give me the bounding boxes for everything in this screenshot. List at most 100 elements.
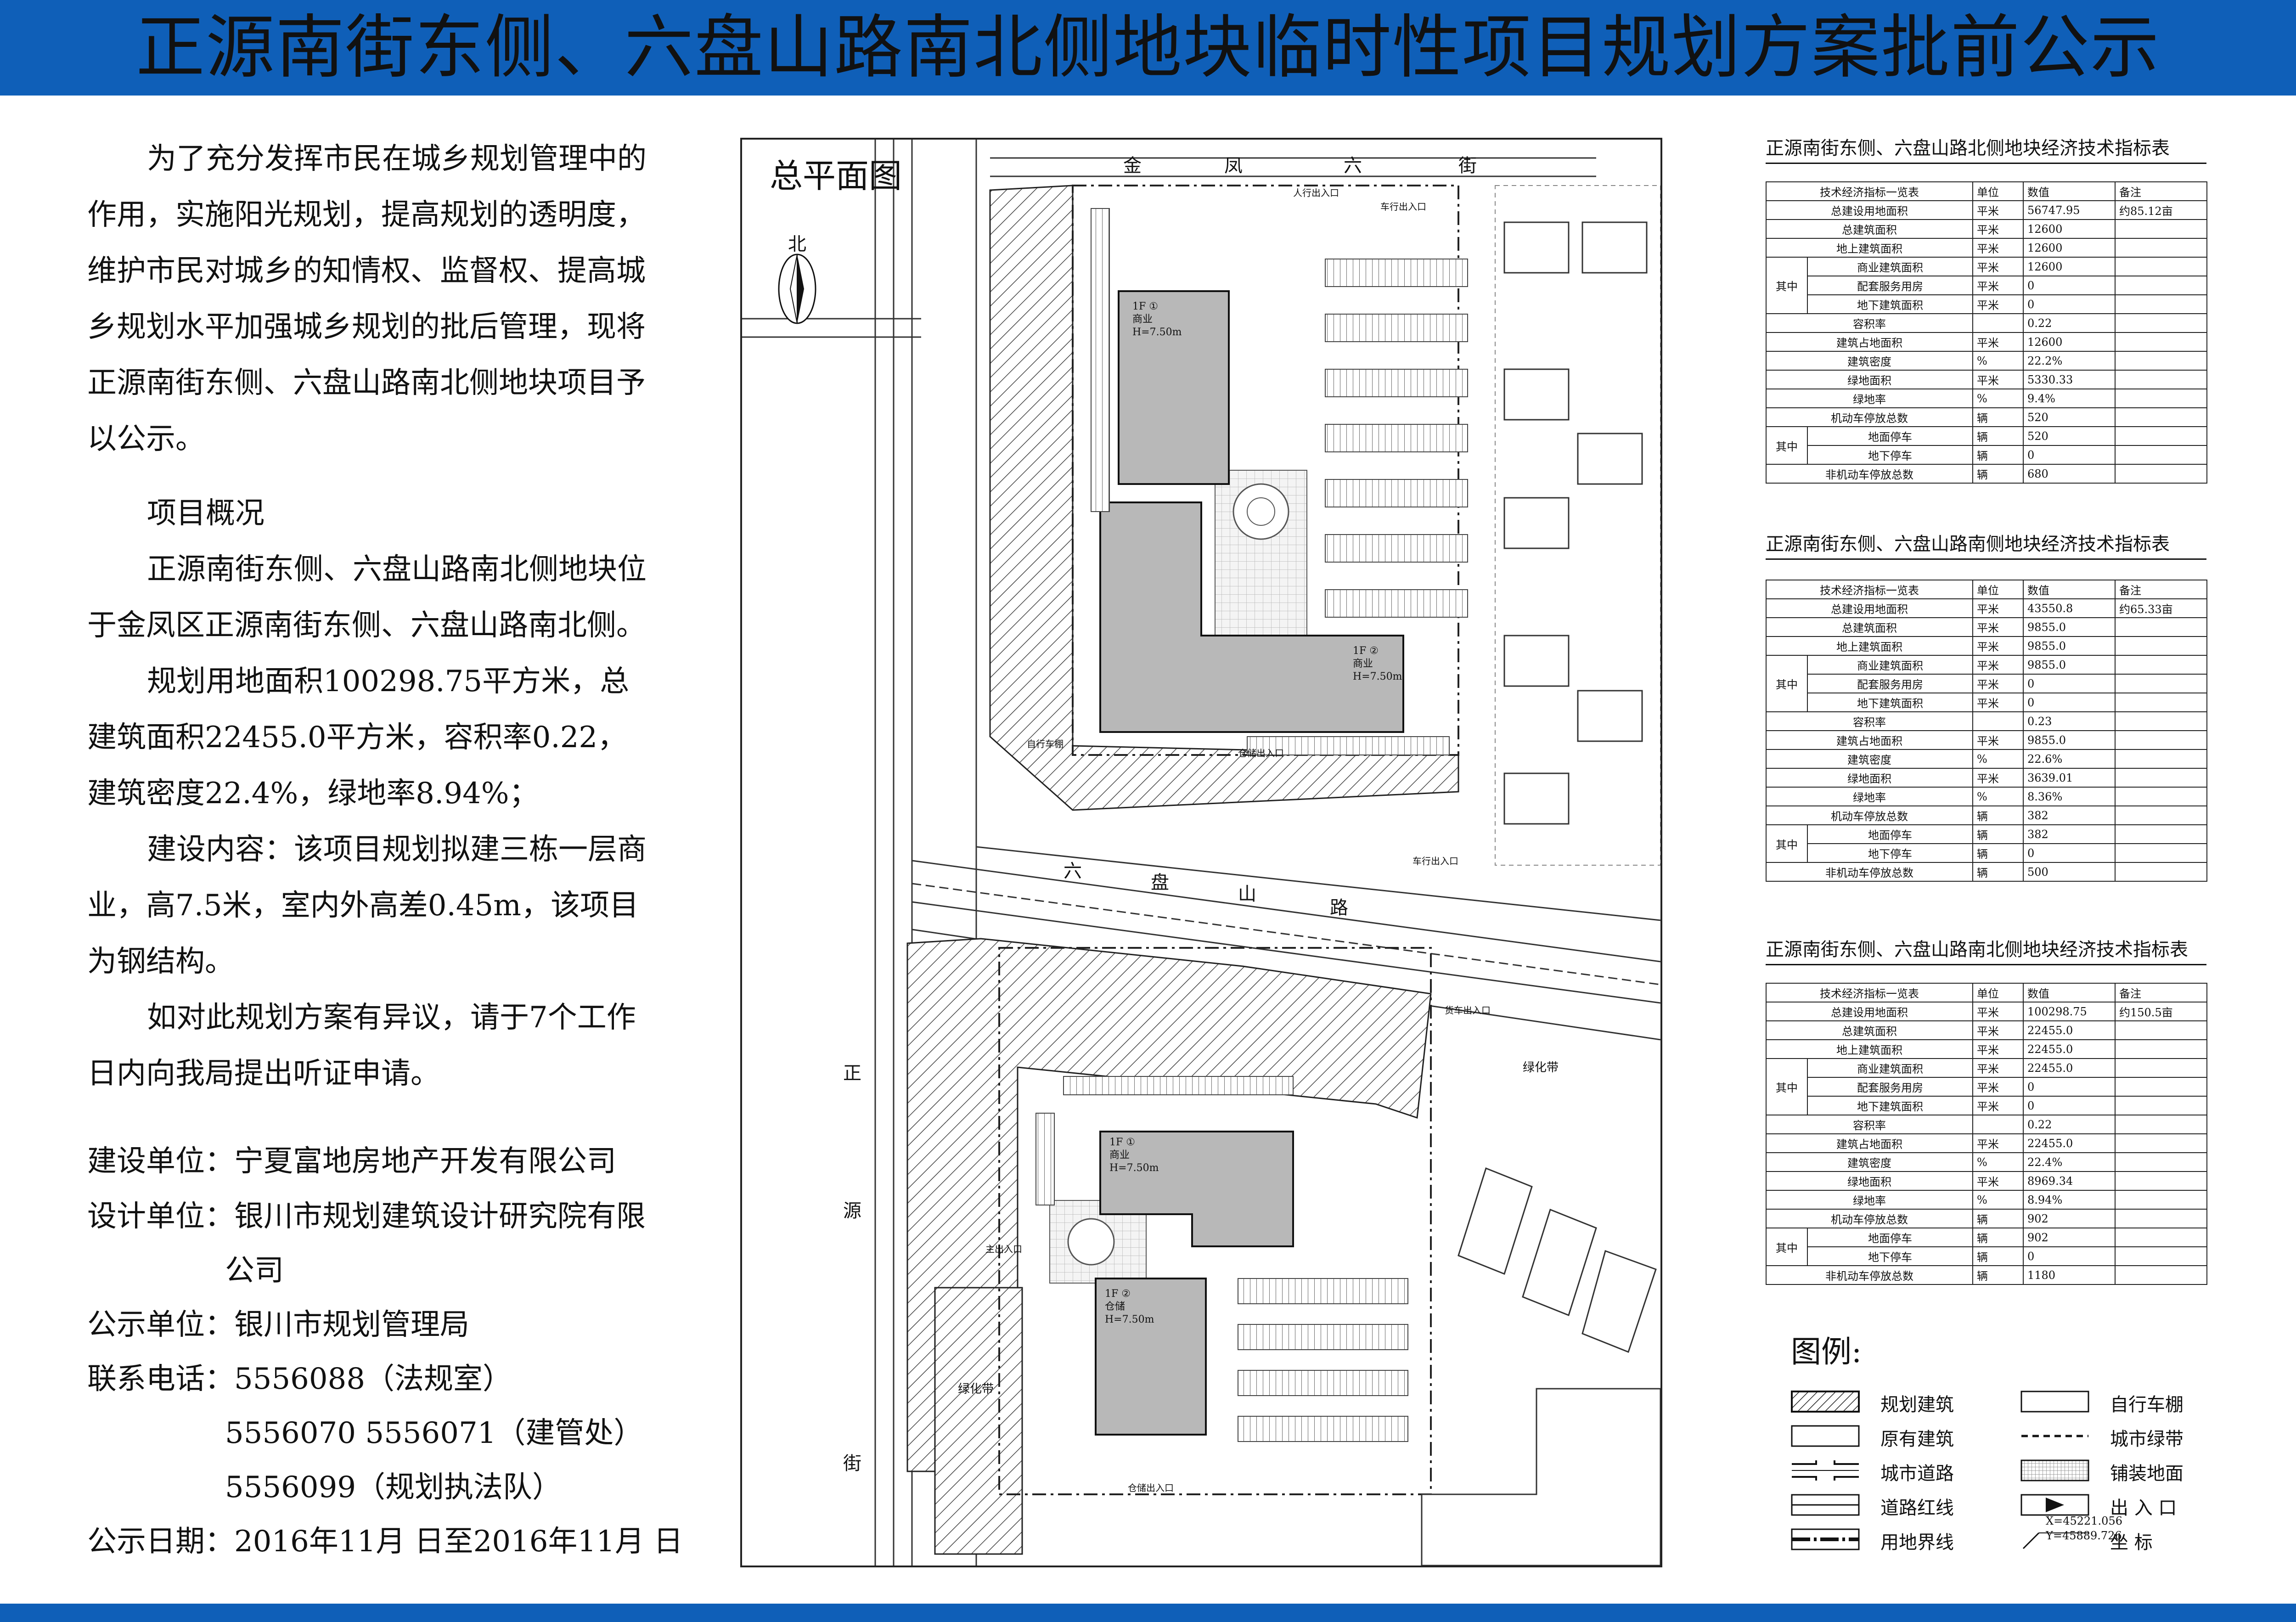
legend-title: 图例: [1791, 1334, 1862, 1369]
indicator-unit: % [1972, 351, 2024, 371]
indicator-unit: 平米 [1972, 294, 2024, 314]
indicator-note [2115, 636, 2207, 656]
indicator-name: 配套服务用房 [1807, 276, 1973, 295]
legend-label: 道路红线 [1880, 1498, 1954, 1519]
indicator-value: 520 [2023, 407, 2116, 427]
indicator-value: 680 [2023, 464, 2116, 484]
indicator-name: 总建设用地面积 [1766, 598, 1973, 618]
indicator-name: 机动车停放总数 [1766, 407, 1973, 427]
indicator-value: 22.6% [2023, 749, 2116, 769]
indicator-value: 9855.0 [2023, 636, 2116, 656]
indicator-value: 9.4% [2023, 389, 2116, 408]
phone-line: 联系电话：5556088（法规室） [87, 1352, 512, 1406]
indicator-value: 0 [2023, 1077, 2116, 1097]
objection-note: 如对此规划方案有异议，请于7个工作日内向我局提出听证申请。 [87, 1001, 636, 1091]
indicator-table-title: 正源南街东侧、六盘山路北侧地块经济技术指标表 [1766, 138, 2170, 159]
south-parking [1035, 1076, 1408, 1442]
north-arrow-icon [778, 253, 816, 324]
indicator-unit: 辆 [1972, 805, 2024, 825]
indicator-note [2115, 1152, 2207, 1172]
indicator-unit: 辆 [1972, 464, 2024, 484]
legend-label: 铺装地面 [2110, 1463, 2183, 1484]
indicator-unit: % [1972, 749, 2024, 769]
header-cell: 单位 [1972, 580, 2024, 599]
indicator-note [2115, 862, 2207, 882]
indicator-name: 机动车停放总数 [1766, 1209, 1973, 1228]
indicator-note [2115, 693, 2207, 712]
indicator-name: 非机动车停放总数 [1766, 862, 1973, 882]
legend-label: 城市道路 [1880, 1463, 1954, 1484]
indicator-value: 5330.33 [2023, 370, 2116, 389]
overview-location: 正源南街东侧、六盘山路南北侧地块位于金凤区正源南街东侧、六盘山路南北侧。 [87, 552, 647, 642]
publisher-label: 公示单位： [87, 1308, 234, 1342]
phone-3: 5556099（规划执法队） [225, 1470, 562, 1504]
indicator-name: 地下建筑面积 [1807, 294, 1973, 314]
indicator-value: 0 [2023, 294, 2116, 314]
indicator-note [2115, 426, 2207, 446]
header-cell: 技术经济指标一览表 [1766, 983, 1973, 1002]
legend-item: 城市道路 [1791, 1456, 2048, 1488]
indicator-value: 0 [2023, 843, 2116, 863]
indicator-unit: 平米 [1972, 1058, 2024, 1078]
indicator-value: 0 [2023, 276, 2116, 295]
indicator-name: 地面停车 [1807, 824, 1973, 844]
indicator-note [2115, 219, 2207, 239]
legend-item: 规划建筑 [1791, 1387, 2048, 1419]
indicator-value: 382 [2023, 805, 2116, 825]
indicator-value: 0 [2023, 693, 2116, 712]
group-label-cell: 其中 [1766, 1058, 1808, 1115]
table-header-row: 技术经济指标一览表单位数值备注 [1766, 181, 2207, 201]
road-label-lps-4: 路 [1330, 897, 1348, 918]
road-symbol-icon [1791, 1459, 1860, 1481]
phone-label: 联系电话： [87, 1362, 234, 1396]
table-row: 建筑密度%22.2% [1766, 351, 2207, 371]
notice-intro: 为了充分发挥市民在城乡规划管理中的作用，实施阳光规划，提高规划的透明度，维护市民… [87, 142, 647, 456]
builder-value: 宁夏富地房地产开发有限公司 [234, 1144, 616, 1178]
road-label-zy-2: 源 [843, 1200, 861, 1222]
indicator-note [2115, 1209, 2207, 1228]
indicator-value: 8.36% [2023, 787, 2116, 806]
legend-item: 城市绿带 [2020, 1421, 2278, 1453]
header-cell: 数值 [2023, 181, 2116, 201]
indicator-unit: 辆 [1972, 862, 2024, 882]
indicator-unit: 辆 [1972, 1209, 2024, 1228]
indicator-unit: % [1972, 1152, 2024, 1172]
indicator-name: 总建筑面积 [1766, 219, 1973, 239]
indicator-name: 绿地率 [1766, 787, 1973, 806]
header-cell: 技术经济指标一览表 [1766, 181, 1973, 201]
boundary-line-icon [1791, 1528, 1860, 1550]
indicator-name: 容积率 [1766, 711, 1973, 731]
page-title: 正源南街东侧、六盘山路南北侧地块临时性项目规划方案批前公示 [135, 8, 2160, 88]
table-row: 建筑密度%22.4% [1766, 1152, 2207, 1172]
title-bar [0, 0, 2296, 96]
red-line-rect-icon [1791, 1494, 1860, 1516]
indicator-name: 地下建筑面积 [1807, 1096, 1973, 1115]
north-green-belt [989, 185, 1459, 811]
indicator-table-title: 正源南街东侧、六盘山路南北侧地块经济技术指标表 [1766, 939, 2188, 960]
indicator-unit: 平米 [1972, 1039, 2024, 1059]
south-fountain [1067, 1218, 1115, 1266]
hatched-rect-icon [1791, 1391, 1860, 1413]
indicator-value: 3639.01 [2023, 768, 2116, 788]
site-plan-drawing [742, 140, 1660, 1566]
north-arrow: 北 [777, 229, 818, 326]
legend-label: 出 入 口 [2110, 1498, 2177, 1519]
table-header-row: 技术经济指标一览表单位数值备注 [1766, 983, 2207, 1002]
indicator-unit: 辆 [1972, 1246, 2024, 1266]
arrow-rect-icon [2020, 1494, 2089, 1516]
indicator-name: 建筑密度 [1766, 1152, 1973, 1172]
header-cell: 数值 [2023, 580, 2116, 599]
